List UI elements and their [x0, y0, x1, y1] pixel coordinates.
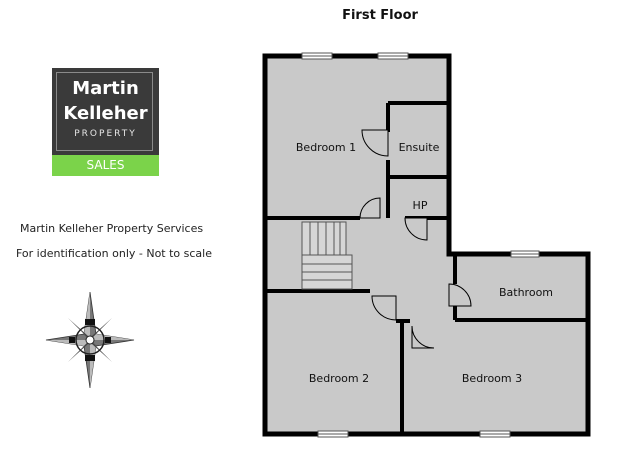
compass-north-mark: [85, 319, 95, 325]
label-bathroom: Bathroom: [499, 286, 553, 299]
bedroom3-door: [411, 325, 435, 349]
logo-panel: Martin Kelleher PROPERTY: [52, 68, 159, 155]
disclaimer-text: For identification only - Not to scale: [16, 247, 212, 260]
floor-title: First Floor: [342, 8, 418, 23]
interior-walls: [265, 101, 588, 434]
bedroom1-door: [359, 197, 381, 219]
upper-block-fill: [265, 56, 449, 434]
ensuite-door: [361, 129, 389, 157]
logo-line-3: PROPERTY: [74, 129, 137, 139]
label-bedroom-1: Bedroom 1: [296, 141, 356, 154]
logo-line-2: Kelleher: [63, 103, 148, 124]
label-bedroom-3: Bedroom 3: [462, 372, 522, 385]
label-hp: HP: [413, 199, 428, 212]
company-name: Martin Kelleher Property Services: [20, 222, 204, 235]
staircase: [301, 221, 353, 290]
right-block-fill: [449, 254, 588, 434]
label-ensuite: Ensuite: [399, 141, 440, 154]
bathroom-door: [448, 283, 472, 307]
logo-line-1: Martin: [72, 78, 139, 99]
compass-east-mark: [105, 337, 111, 343]
bedroom2-door: [371, 295, 397, 321]
hp-door: [404, 217, 428, 241]
label-bedroom-2: Bedroom 2: [309, 372, 369, 385]
logo-frame: [56, 72, 153, 151]
windows: [301, 52, 540, 438]
logo-sales-tag: SALES: [52, 155, 159, 176]
door-swings: [359, 129, 472, 349]
room-fills: [265, 56, 588, 434]
compass-west-mark: [69, 337, 75, 343]
compass-south-mark: [85, 355, 95, 361]
exterior-wall: [262, 53, 591, 437]
compass-center: [85, 335, 95, 345]
compass-points: [45, 291, 135, 389]
compass-rose-icon: [45, 291, 135, 389]
compass-ring: [75, 325, 105, 355]
agency-logo: Martin Kelleher PROPERTY SALES: [52, 68, 159, 176]
